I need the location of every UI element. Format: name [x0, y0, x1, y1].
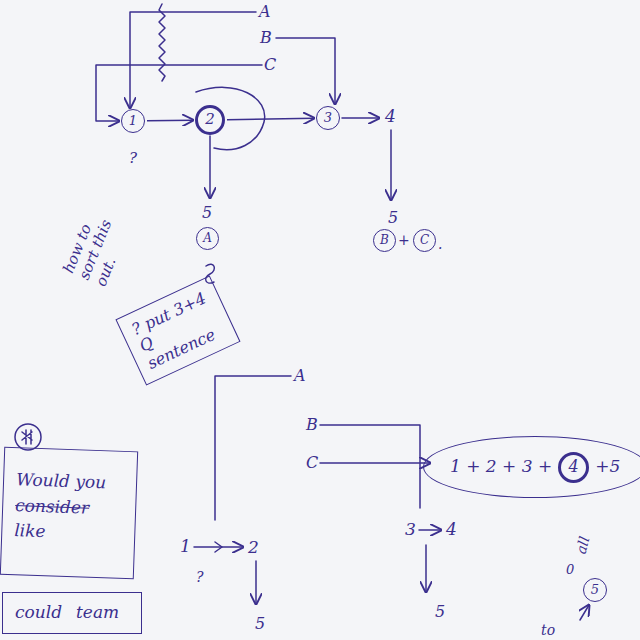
handwritten-label: +: [398, 232, 410, 248]
ink-arrow: [194, 546, 243, 548]
ink-scribble: [22, 430, 32, 444]
ink-line: [96, 65, 262, 121]
handwritten-label: A: [294, 367, 306, 385]
handwritten-label: 4: [446, 520, 457, 540]
node-text: C: [420, 234, 429, 248]
node-text: 4: [569, 458, 579, 476]
wavy-line: [159, 4, 165, 81]
ink-arrow: [320, 462, 430, 464]
ink-circle: [15, 424, 41, 450]
handwritten-label: 5: [202, 204, 212, 222]
ink-arrow: [419, 529, 441, 531]
handwritten-label: C: [264, 56, 276, 74]
ink-scribble: [206, 264, 215, 283]
handwritten-label: 1: [180, 537, 191, 557]
handwritten-label: ?: [196, 569, 204, 585]
handwritten-label: all: [573, 535, 593, 556]
ink-arrow: [209, 136, 211, 198]
handwritten-label: B: [260, 29, 272, 47]
ink-arrow: [390, 130, 392, 200]
node-text: could: [15, 603, 62, 623]
node-text: ? put 3+4 Q sentence: [129, 288, 227, 373]
ink-line: [320, 425, 420, 508]
handwritten-label: ?: [129, 150, 137, 167]
step-circle: 4: [558, 452, 589, 483]
step-circle: 1: [121, 109, 145, 133]
handwritten-label: how to sort this out.: [60, 201, 136, 289]
sum-oval: 1 + 2 + 3 + 4 +5: [423, 436, 640, 498]
handwritten-label: B: [306, 416, 318, 434]
ink-chevron: [215, 542, 222, 552]
node-text: +5: [595, 457, 620, 477]
handwritten-label: .: [438, 236, 442, 252]
node-text: B: [380, 234, 389, 248]
letter-circle: A: [196, 227, 219, 250]
node-text: like: [14, 521, 123, 544]
node-text: Would you: [16, 470, 125, 493]
step-circle: 5: [583, 578, 607, 602]
handwritten-label: 0: [566, 563, 574, 578]
handwritten-label: to: [541, 622, 555, 638]
letter-circle: C: [413, 229, 436, 252]
sticky-note: could team: [2, 592, 142, 634]
handwritten-label: 5: [388, 209, 398, 227]
flow-arrow: [147, 119, 193, 121]
handwritten-label: 5: [255, 615, 265, 633]
note-box: ? put 3+4 Q sentence: [115, 275, 240, 385]
handwritten-label: C: [306, 454, 318, 472]
handwritten-label: 5: [435, 603, 445, 621]
node-text: team: [76, 603, 119, 623]
handwritten-label: 3: [405, 520, 416, 540]
ink-line: [215, 376, 291, 520]
letter-circle: B: [373, 229, 396, 252]
node-text: 5: [591, 583, 599, 598]
node-text: 3: [324, 111, 332, 126]
node-text: consider: [15, 496, 124, 519]
ink-arrow: [255, 561, 257, 604]
ink-arrow: [580, 605, 589, 620]
ink-line: [130, 12, 256, 108]
sticky-note: Would you considerlike: [0, 447, 138, 580]
ink-arrow: [425, 545, 427, 592]
handwritten-label: A: [259, 3, 271, 21]
node-text: A: [203, 232, 212, 246]
ink-line: [276, 38, 335, 104]
node-text: 1: [129, 114, 137, 129]
node-text: 2: [205, 111, 215, 128]
handwritten-label: 4: [385, 107, 396, 127]
step-circle: 2: [195, 105, 225, 135]
handwritten-label: 2: [248, 538, 259, 558]
ink-arrow: [342, 117, 379, 119]
step-circle: 3: [316, 106, 340, 130]
flow-arrow: [227, 118, 314, 120]
node-text: 1 + 2 + 3 +: [450, 457, 552, 477]
